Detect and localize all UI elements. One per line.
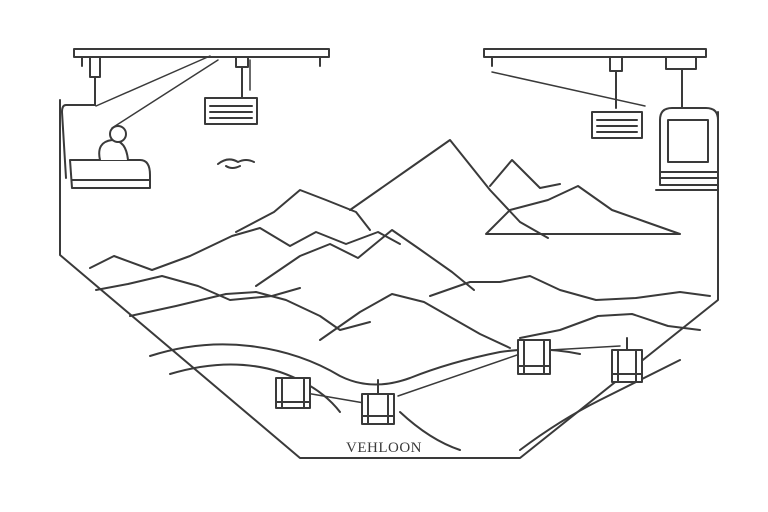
valley-curve-lower <box>169 359 681 451</box>
cabin-right <box>655 56 719 191</box>
cable-beam-left <box>73 48 330 67</box>
gondola-valley-2 <box>361 379 395 425</box>
mountain-mid-left <box>89 227 401 271</box>
gondola-valley-1 <box>275 377 311 409</box>
gondola-hanging-left <box>204 56 258 125</box>
frame-outline <box>59 99 719 459</box>
caption-text: VEHLOON <box>346 440 422 456</box>
mountain-front-center <box>319 293 511 349</box>
chairlift-top-left <box>61 56 151 189</box>
mountain-back-right <box>485 185 681 235</box>
mountain-back-left <box>235 189 371 233</box>
valley-curve <box>149 343 581 386</box>
gondola-hanging-right <box>591 56 643 139</box>
valley-cable <box>299 345 621 405</box>
mountain-back-right-ridge <box>489 159 561 189</box>
mountain-mid-center <box>255 229 475 291</box>
mountain-front-right <box>519 313 701 339</box>
mountain-back-center <box>349 139 549 239</box>
mountain-mid-right <box>429 275 711 301</box>
cables <box>95 55 646 129</box>
gondola-valley-4 <box>611 337 643 383</box>
gondola-valley-3 <box>517 339 551 375</box>
cable-beam-right <box>483 48 707 67</box>
bird-mark <box>217 158 255 169</box>
